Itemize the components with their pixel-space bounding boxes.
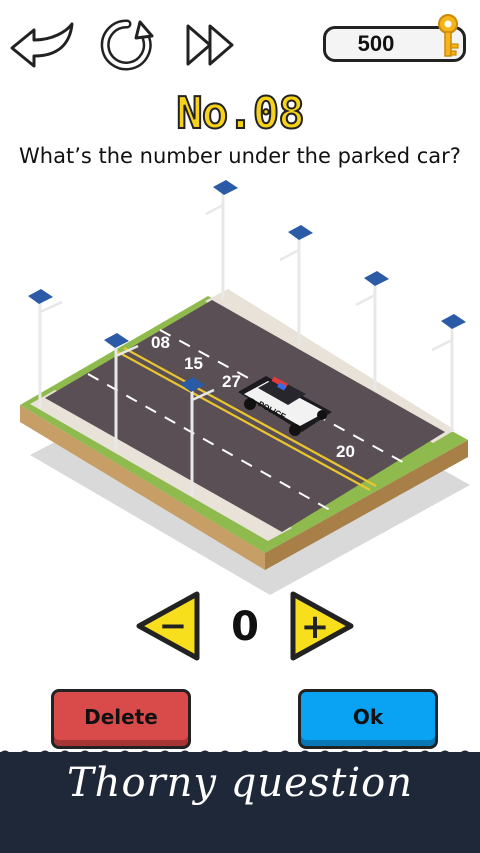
road-number-20: 20 bbox=[336, 442, 355, 461]
street-lamp bbox=[279, 225, 313, 345]
street-lamp bbox=[431, 314, 466, 432]
delete-button[interactable]: Delete bbox=[51, 689, 191, 749]
increment-symbol: + bbox=[301, 607, 330, 647]
back-arrow-icon[interactable] bbox=[8, 18, 78, 75]
road-number-08: 08 bbox=[151, 333, 170, 352]
lane-dash-lower bbox=[87, 373, 331, 511]
decrement-symbol: − bbox=[159, 606, 188, 646]
base-left-side bbox=[20, 405, 265, 570]
answer-value: 0 bbox=[231, 604, 259, 650]
banner-text: Thorny question bbox=[67, 760, 413, 806]
increment-button[interactable]: + bbox=[287, 590, 355, 667]
street-lamp bbox=[104, 333, 139, 450]
road bbox=[45, 300, 445, 532]
keys-count: 500 bbox=[357, 31, 395, 56]
bottom-banner bbox=[0, 750, 480, 853]
center-line-2 bbox=[123, 347, 377, 487]
skip-icon[interactable] bbox=[184, 22, 238, 73]
center-line-1 bbox=[117, 351, 371, 491]
street-lamp bbox=[205, 180, 238, 300]
road-number-27: 27 bbox=[222, 372, 241, 391]
decrement-button[interactable]: − bbox=[135, 590, 203, 667]
question-text: What’s the number under the parked car? bbox=[19, 144, 461, 168]
road-number-15: 15 bbox=[184, 354, 203, 373]
street-lamp bbox=[180, 377, 215, 496]
level-title: No.08 bbox=[175, 87, 305, 140]
road-scene: 08 15 27 20 POLICE bbox=[20, 180, 470, 595]
restart-icon[interactable] bbox=[100, 18, 154, 77]
base-right-side bbox=[265, 440, 468, 570]
key-icon bbox=[433, 14, 463, 65]
ok-button[interactable]: Ok bbox=[298, 689, 438, 749]
street-lamp bbox=[28, 289, 63, 408]
scalloped-edge bbox=[0, 750, 480, 758]
sidewalk-lower bbox=[30, 390, 292, 541]
street-lamp bbox=[355, 271, 389, 390]
